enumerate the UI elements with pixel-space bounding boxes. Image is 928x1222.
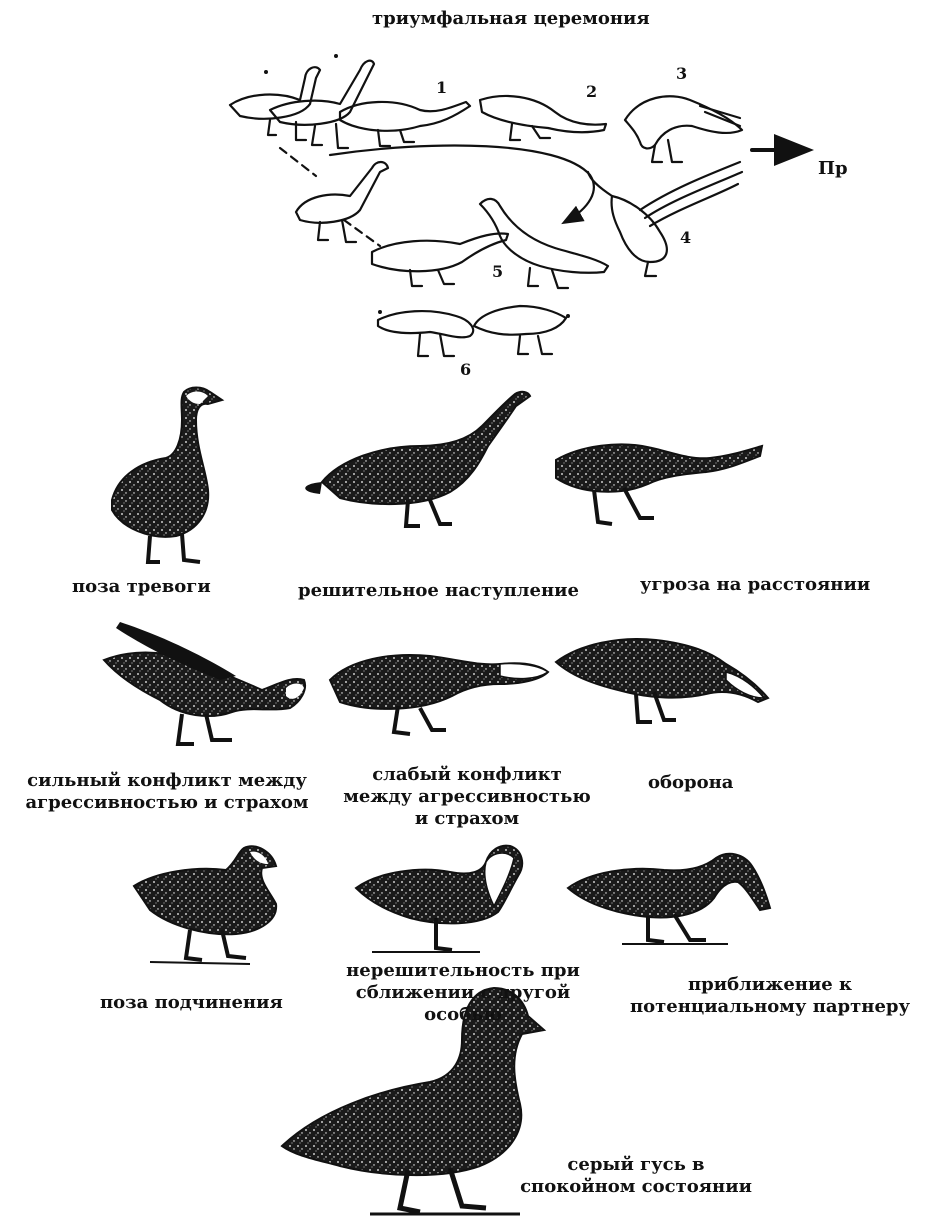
arrow-label-pr: Пр: [818, 158, 848, 180]
label-strong-conflict: сильный конфликт между агрессивностью и …: [4, 770, 330, 814]
label-threat-distance: угроза на расстоянии: [640, 574, 870, 596]
label-calm-goose-line-1: серый гусь в: [520, 1154, 752, 1176]
goose-decisive-attack: [305, 392, 530, 526]
label-strong-conflict-line-1: сильный конфликт между: [4, 770, 330, 792]
goose-approach-partner: [568, 854, 770, 944]
goose-strong-conflict: [104, 622, 305, 744]
stage-number-3: 3: [676, 64, 687, 83]
label-submission: поза подчинения: [100, 992, 283, 1014]
stage-number-4: 4: [680, 228, 691, 247]
goose-indecision: [356, 846, 522, 952]
label-weak-conflict: слабый конфликт между агрессивностью и с…: [334, 764, 600, 830]
goose-stage-1: [340, 102, 470, 146]
label-approach-partner-line-2: потенциальному партнеру: [620, 996, 920, 1018]
label-indecision-line-1: нерешительность при: [320, 960, 606, 982]
goose-threat-distance: [556, 444, 762, 524]
goose-stage-6: [378, 306, 566, 356]
label-weak-conflict-line-1: слабый конфликт: [334, 764, 600, 786]
stage-number-6: 6: [460, 360, 471, 379]
goose-weak-conflict: [330, 655, 548, 734]
label-decisive-attack: решительное наступление: [298, 580, 579, 602]
label-indecision: нерешительность при сближении с другой о…: [320, 960, 606, 1026]
goose-stage-4: [588, 162, 742, 276]
stage-number-1: 1: [436, 78, 447, 97]
label-strong-conflict-line-2: агрессивностью и страхом: [4, 792, 330, 814]
label-approach-partner: приближение к потенциальному партнеру: [620, 974, 920, 1018]
label-calm-goose: серый гусь в спокойном состоянии: [520, 1154, 752, 1198]
goose-stage-2: [480, 96, 606, 140]
label-weak-conflict-line-3: и страхом: [334, 808, 600, 830]
label-approach-partner-line-1: приближение к: [620, 974, 920, 996]
triumph-ceremony-title: триумфальная церемония: [372, 8, 650, 30]
goose-stage-3: [625, 96, 742, 162]
sequence-curve-arrow: [330, 145, 594, 222]
goose-left-middle: [296, 162, 388, 242]
stage-number-2: 2: [586, 82, 597, 101]
triumph-ceremony-diagram: [230, 54, 806, 356]
goose-submission: [134, 846, 276, 964]
goose-defense: [556, 639, 768, 722]
goose-stage-5: [372, 199, 608, 288]
stage-number-5: 5: [492, 262, 503, 281]
goose-pair-top-left: [230, 61, 374, 148]
label-defense: оборона: [648, 772, 733, 794]
label-weak-conflict-line-2: между агрессивностью: [334, 786, 600, 808]
label-indecision-line-3: особью: [320, 1004, 606, 1026]
goose-alarm-posture: [112, 388, 222, 563]
label-calm-goose-line-2: спокойном состоянии: [520, 1176, 752, 1198]
label-alarm-posture: поза тревоги: [72, 576, 211, 598]
label-indecision-line-2: сближении с другой: [320, 982, 606, 1004]
dashed-link-1: [280, 148, 316, 176]
